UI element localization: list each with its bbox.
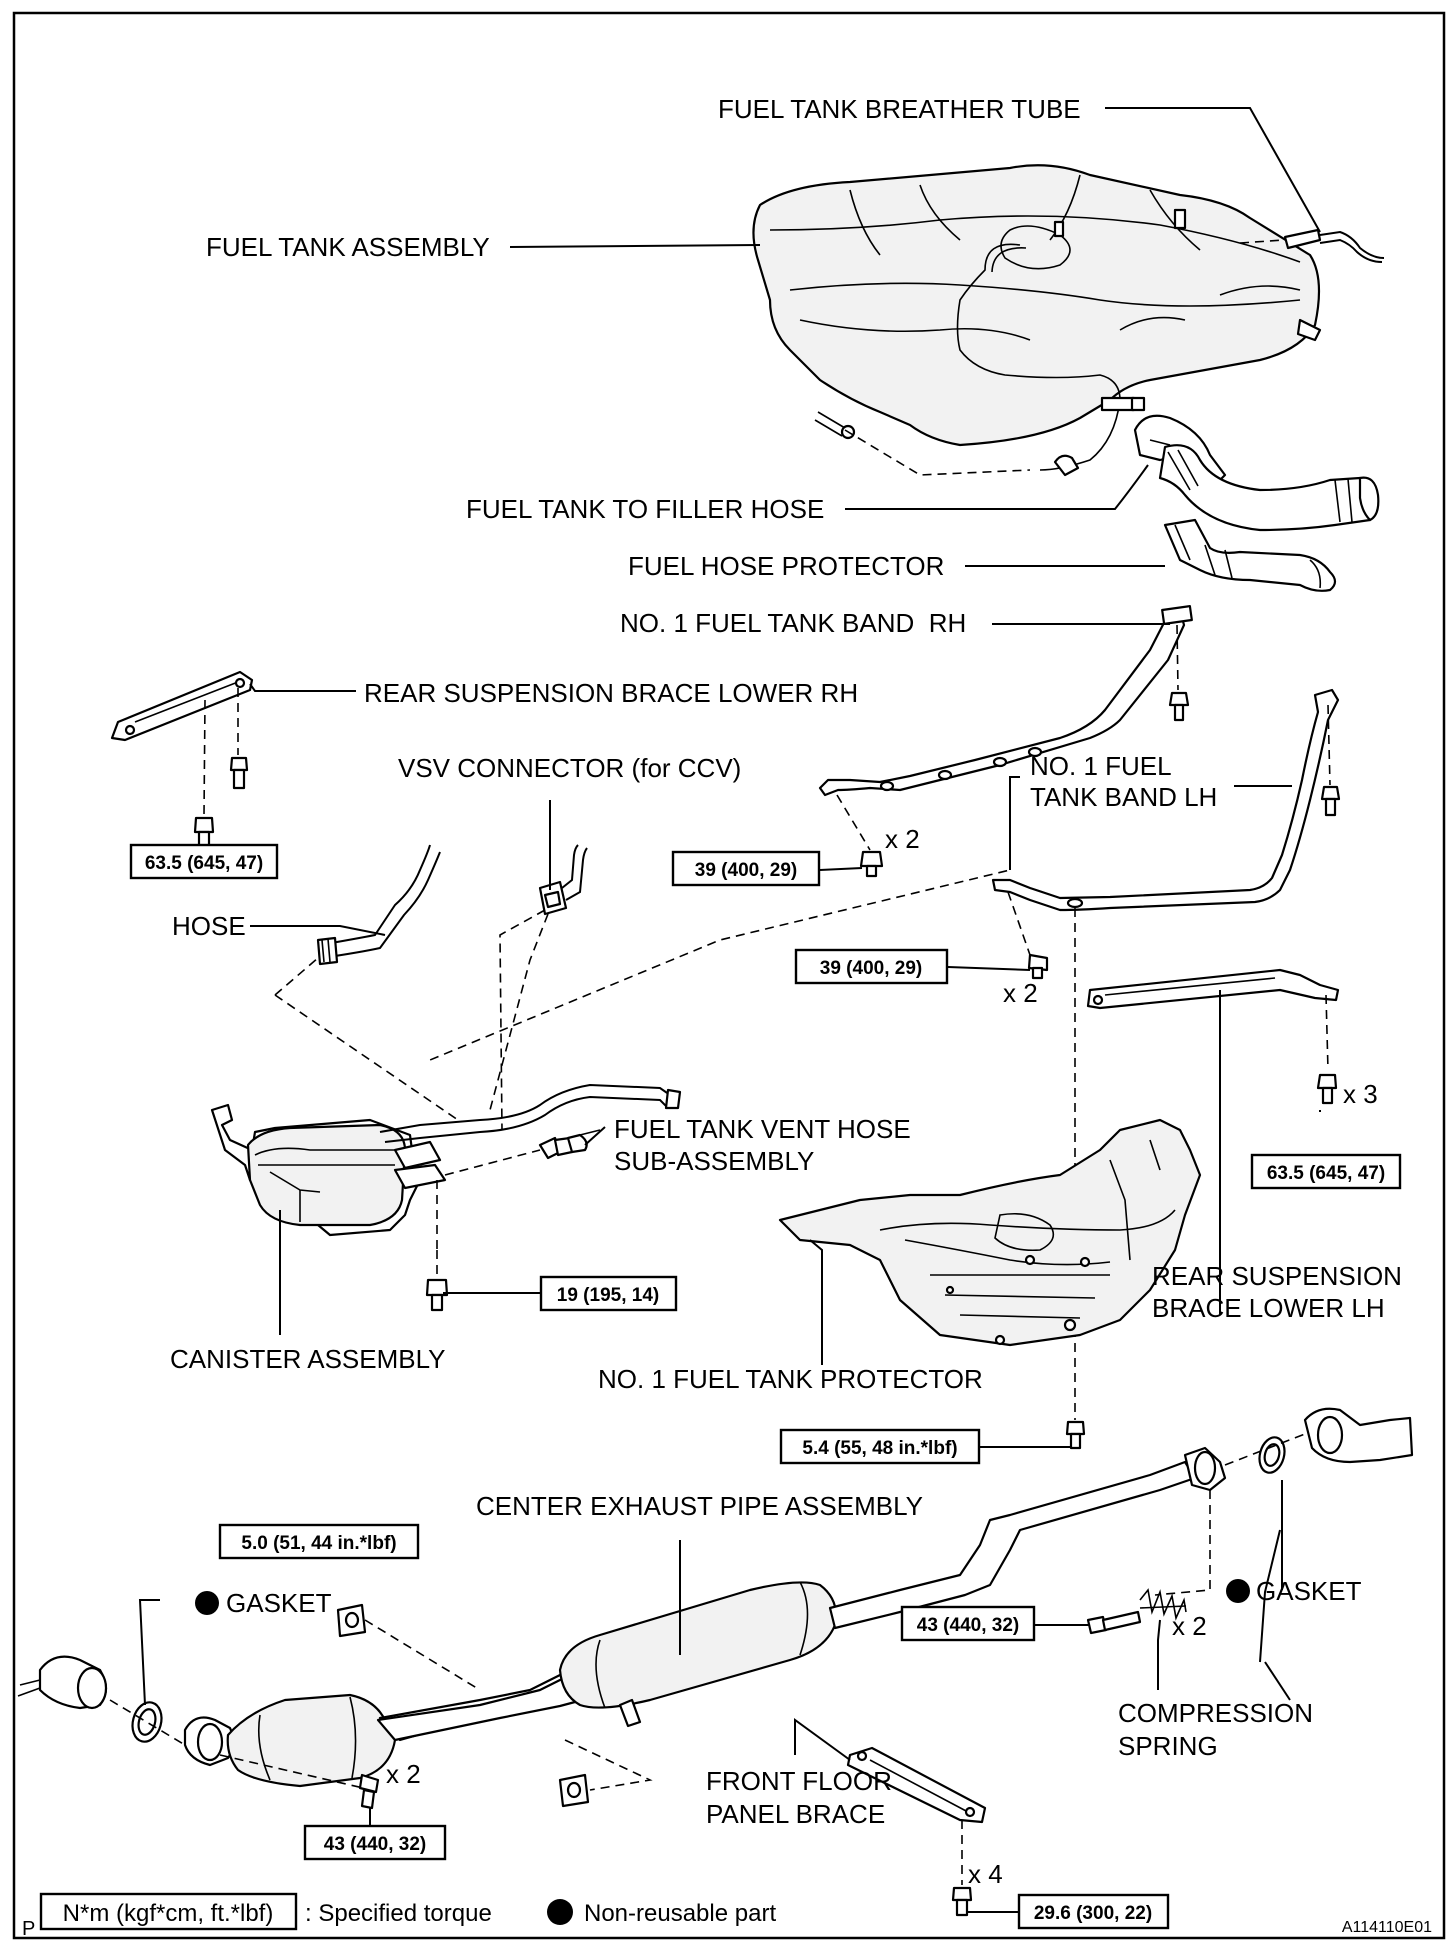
label-filler-hose: FUEL TANK TO FILLER HOSE (466, 494, 824, 524)
torque-brace-rh: 63.5 (645, 47) (145, 853, 263, 874)
torque-box-band-lh (794, 948, 949, 985)
part-labels: FUEL TANK BREATHER TUBE FUEL TANK ASSEMB… (170, 94, 1402, 1829)
label-brace-lower-lh-2: BRACE LOWER LH (1152, 1293, 1385, 1323)
torque-floor-brace: 29.6 (300, 22) (1034, 1903, 1152, 1924)
compression-spring-drawing (1139, 1588, 1187, 1621)
label-breather-tube: FUEL TANK BREATHER TUBE (718, 94, 1081, 124)
bolt-band-lh-lower (1027, 953, 1049, 980)
fuel-tank-assembly-drawing (752, 164, 1322, 487)
label-hose-protector: FUEL HOSE PROTECTOR (628, 551, 944, 581)
floor-brace-drawing (846, 1746, 987, 1917)
legend-torque-text: : Specified torque (305, 1900, 492, 1927)
label-compression-1: COMPRESSION (1118, 1698, 1313, 1728)
filler-hose-drawing (1158, 444, 1380, 532)
mult-brace-lh: x 3 (1343, 1079, 1378, 1109)
bolt-band-rh-upper (1168, 691, 1190, 722)
torque-box-exhaust-clamp (218, 1523, 420, 1560)
torque-band-lh: 39 (400, 29) (820, 958, 922, 979)
label-vsv-connector: VSV CONNECTOR (for CCV) (398, 753, 741, 783)
label-tank-protector: NO. 1 FUEL TANK PROTECTOR (598, 1364, 983, 1394)
torque-box-brace-rh (129, 843, 279, 880)
bolt-brace-rh-a (229, 756, 249, 790)
exhaust-pipe-drawing (17, 1407, 1414, 1810)
label-compression-2: SPRING (1118, 1731, 1218, 1761)
mult-band-rh: x 2 (885, 824, 920, 854)
label-brace-lower-rh: REAR SUSPENSION BRACE LOWER RH (364, 678, 858, 708)
mult-band-lh: x 2 (1003, 978, 1038, 1008)
torque-band-rh: 39 (400, 29) (695, 860, 797, 881)
mult-front-flange: x 2 (386, 1759, 421, 1789)
vsv-connector-drawing (489, 844, 588, 1131)
mult-spring: x 2 (1172, 1611, 1207, 1641)
label-vent-hose-1: FUEL TANK VENT HOSE (614, 1114, 911, 1144)
torque-boxes: 63.5 (645, 47) 39 (400, 29) 39 (400, 29)… (129, 843, 1402, 1930)
torque-box-floor-brace (1017, 1893, 1170, 1930)
label-brace-lower-lh-1: REAR SUSPENSION (1152, 1261, 1402, 1291)
label-band-lh-1: NO. 1 FUEL (1030, 751, 1172, 781)
leader-lines (138, 107, 1321, 1761)
bolt-floor-brace (951, 1886, 973, 1917)
label-floor-brace-1: FRONT FLOOR (706, 1766, 892, 1796)
canister-drawing (210, 1083, 682, 1312)
torque-brace-lh: 63.5 (645, 47) (1267, 1163, 1385, 1184)
nonreusable-dot-right (1226, 1579, 1250, 1603)
nonreusable-dot-left (195, 1591, 219, 1615)
label-canister: CANISTER ASSEMBLY (170, 1344, 446, 1374)
vent-hose-drawing (538, 1129, 601, 1160)
corner-letter: P (22, 1918, 35, 1940)
legend-nonreusable-text: Non-reusable part (584, 1900, 776, 1927)
torque-protector: 5.4 (55, 48 in.*lbf) (802, 1438, 957, 1459)
legend-nonreusable-dot (547, 1899, 573, 1925)
mult-floor-brace: x 4 (968, 1859, 1003, 1889)
torque-box-canister (539, 1275, 678, 1312)
bolt-brace-lh (1316, 1073, 1338, 1105)
bolt-protector (1065, 1420, 1086, 1450)
bolt-band-rh-lower (859, 850, 884, 878)
legend: P N*m (kgf*cm, ft.*lbf) : Specified torq… (22, 1892, 1432, 1940)
hose-drawing (274, 844, 441, 996)
torque-box-brace-lh (1250, 1153, 1402, 1190)
torque-spring-bolt: 43 (440, 32) (917, 1615, 1019, 1636)
torque-box-front-flange (303, 1824, 447, 1861)
bolt-front-flange (358, 1773, 380, 1810)
label-band-rh: NO. 1 FUEL TANK BAND RH (620, 608, 966, 638)
figure-id: A114110E01 (1342, 1919, 1432, 1936)
torque-connectors (203, 845, 1321, 1913)
bolt-canister (425, 1278, 449, 1312)
label-exhaust-pipe: CENTER EXHAUST PIPE ASSEMBLY (476, 1491, 923, 1521)
torque-box-band-rh (671, 850, 821, 887)
torque-exhaust-clamp: 5.0 (51, 44 in.*lbf) (241, 1533, 396, 1554)
spring-bolt-drawing (1086, 1610, 1142, 1635)
torque-box-protector (779, 1428, 981, 1465)
tank-band-rh-drawing (818, 605, 1193, 878)
label-band-lh-2: TANK BAND LH (1030, 782, 1217, 812)
bolt-band-lh-upper (1320, 785, 1341, 817)
brace-lower-rh-drawing (110, 670, 254, 852)
label-vent-hose-2: SUB-ASSEMBLY (614, 1146, 814, 1176)
label-gasket-right: GASKET (1256, 1576, 1362, 1606)
legend-torque-unit: N*m (kgf*cm, ft.*lbf) (63, 1900, 274, 1927)
label-tank-assembly: FUEL TANK ASSEMBLY (206, 232, 490, 262)
hose-protector-drawing (1163, 518, 1337, 592)
quantity-multipliers: x 2 x 2 x 3 x 2 x 2 x 4 (386, 824, 1378, 1889)
label-hose: HOSE (172, 911, 246, 941)
torque-box-spring-bolt (900, 1605, 1036, 1642)
torque-front-flange: 43 (440, 32) (324, 1834, 426, 1855)
legend-torque-box (39, 1892, 298, 1931)
label-floor-brace-2: PANEL BRACE (706, 1799, 885, 1829)
breather-tube-drawing (1239, 228, 1385, 263)
label-gasket-left: GASKET (226, 1588, 332, 1618)
tank-protector-drawing (778, 1118, 1202, 1347)
brace-lower-lh-drawing (1086, 968, 1340, 1105)
torque-canister: 19 (195, 14) (557, 1285, 659, 1306)
frame (12, 11, 1446, 1940)
